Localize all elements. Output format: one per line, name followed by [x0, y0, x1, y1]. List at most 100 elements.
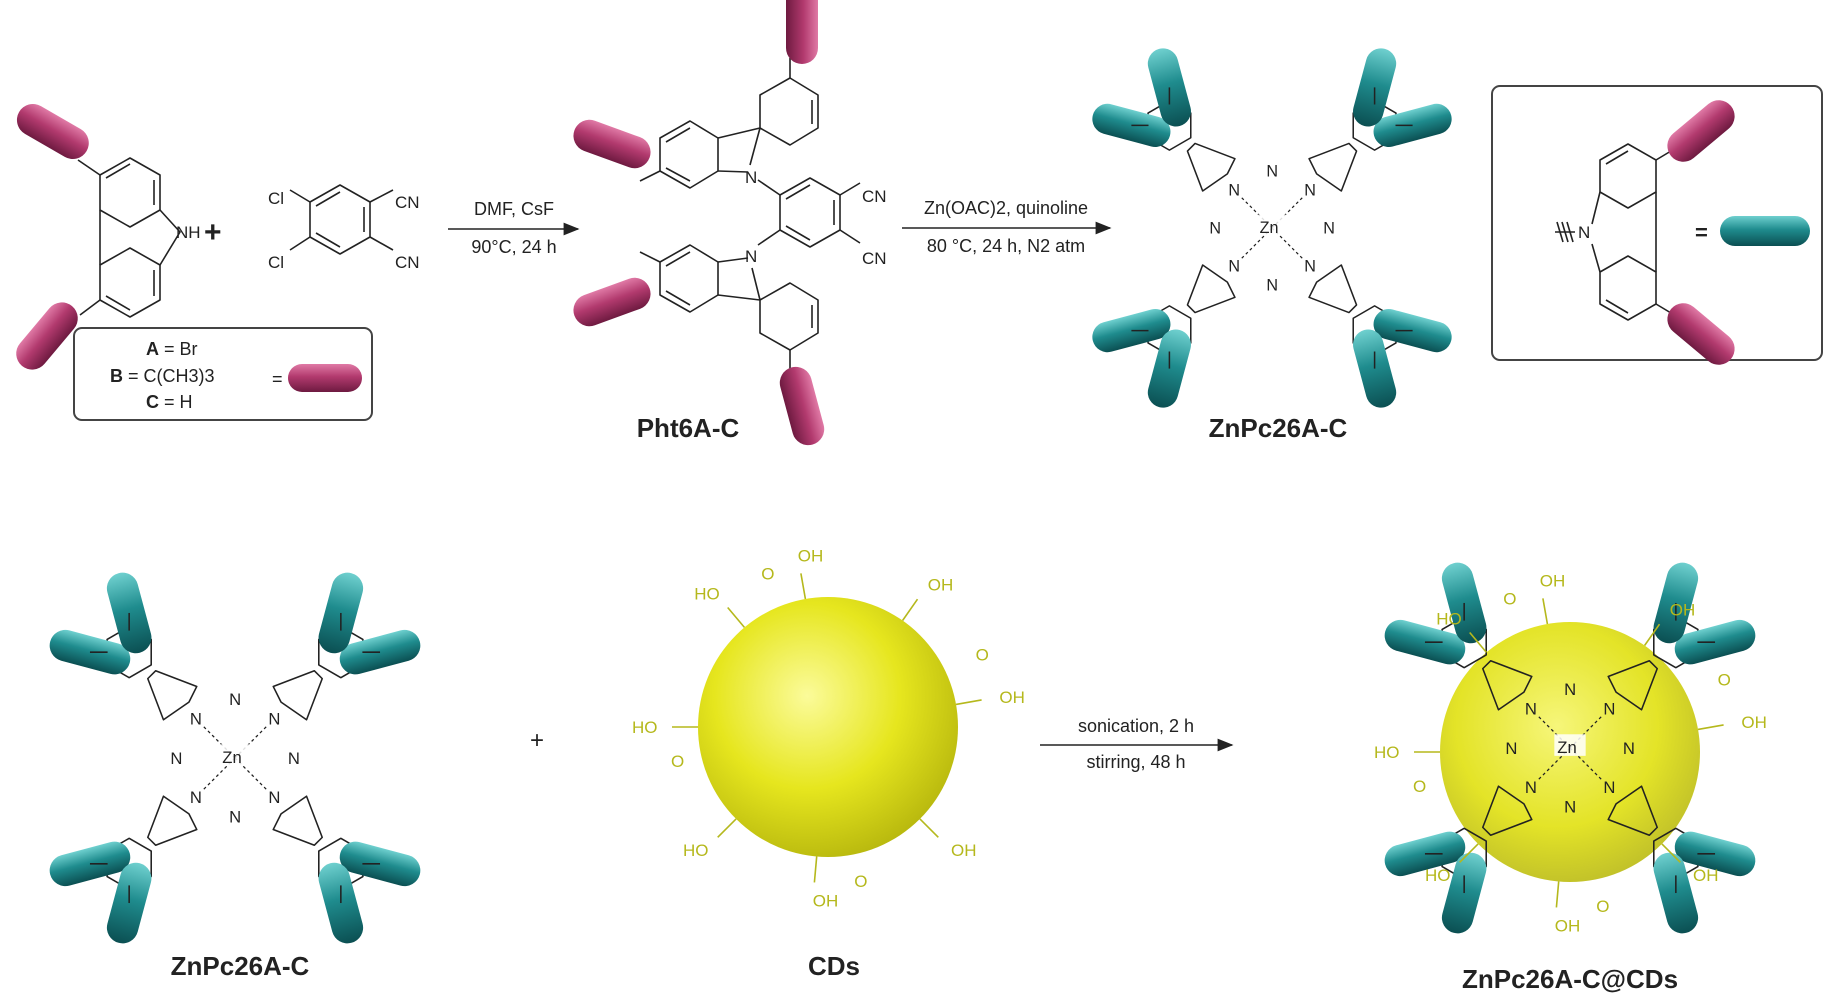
- carbonyl-o-label: O: [854, 872, 867, 891]
- step1-conditions-line2: 90°C, 24 h: [471, 237, 556, 257]
- carboxyl-label: OH: [813, 891, 839, 910]
- step2-conditions-line1: Zn(OAC)2, quinoline: [924, 198, 1088, 218]
- carboxyl-label: OH: [798, 547, 824, 566]
- pht6a-c-structure: CN CN N N: [573, 0, 887, 446]
- cl-label: Cl: [268, 253, 284, 272]
- n-label: N: [1603, 778, 1615, 797]
- teal-pill-icon: [1384, 831, 1466, 877]
- magenta-pill-icon: [16, 302, 78, 370]
- zn-label: Zn: [1557, 738, 1576, 757]
- magenta-pill-icon: [1667, 100, 1735, 162]
- n-label: N: [1564, 680, 1576, 699]
- carbonyl-o-label: O: [761, 564, 774, 583]
- carboxyl-label: OH: [1741, 713, 1767, 732]
- znpc26a-c-structure: N N N N N N N N Zn: [1384, 562, 1756, 934]
- substituent-legend: A = Br B = C(CH3)3 C = H =: [73, 327, 373, 421]
- carbonyl-o-label: O: [1718, 670, 1731, 689]
- cn-label: CN: [862, 187, 887, 206]
- hydroxyl-label: HO: [694, 585, 720, 604]
- n-label: N: [1304, 258, 1316, 276]
- svg-text:B = C(CH3)3: B = C(CH3)3: [110, 366, 215, 386]
- svg-text:A = Br: A = Br: [146, 339, 198, 359]
- teal-pill-icon: [1384, 619, 1466, 665]
- n-label: N: [170, 749, 182, 768]
- n-label: N: [1578, 223, 1590, 242]
- n-label: N: [1623, 739, 1635, 758]
- carboxyl-label: OH: [999, 688, 1025, 707]
- n-label: N: [268, 710, 280, 729]
- carbazole-unit-definition: N =: [1491, 85, 1823, 365]
- reaction-arrow-3: sonication, 2 h stirring, 48 h: [1040, 716, 1234, 772]
- yellow-sphere-icon: [698, 597, 958, 857]
- plus-sign: +: [204, 216, 222, 249]
- magenta-pill-icon: [786, 0, 818, 64]
- carbazole-structure: NH: [16, 104, 201, 370]
- n-label: N: [1228, 182, 1240, 200]
- reaction-arrow-1: DMF, CsF 90°C, 24 h: [448, 199, 580, 257]
- carbonyl-o-label: O: [1413, 777, 1426, 796]
- n-label: N: [745, 168, 757, 187]
- step1-conditions-line1: DMF, CsF: [474, 199, 554, 219]
- n-label: N: [229, 808, 241, 827]
- n-label: N: [1603, 700, 1615, 719]
- cn-label: CN: [395, 193, 420, 212]
- hydroxyl-label: HO: [683, 841, 709, 860]
- teal-pill-icon: [1674, 831, 1756, 877]
- carboxyl-label: HO: [1374, 743, 1400, 762]
- n-label: N: [1266, 163, 1278, 181]
- magenta-pill-icon: [573, 277, 651, 327]
- n-label: N: [1505, 739, 1517, 758]
- magenta-pill-icon: [288, 364, 362, 392]
- reaction-arrow-2: Zn(OAC)2, quinoline 80 °C, 24 h, N2 atm: [902, 198, 1112, 256]
- hydroxyl-label: OH: [1693, 866, 1719, 885]
- magenta-pill-icon: [1667, 303, 1735, 365]
- legend-key-a: A: [146, 339, 159, 359]
- cn-label: CN: [395, 253, 420, 272]
- carbonyl-o-label: O: [671, 752, 684, 771]
- n-label: N: [1323, 220, 1335, 238]
- teal-pill-icon: [1720, 216, 1810, 246]
- n-label: N: [190, 788, 202, 807]
- svg-text:C = H: C = H: [146, 392, 193, 412]
- hydroxyl-label: OH: [1670, 601, 1696, 620]
- hydroxyl-label: HO: [1425, 866, 1451, 885]
- znpc26a-c-cds-label: ZnPc26A-C@CDs: [1462, 964, 1678, 994]
- plus-sign: +: [530, 727, 544, 754]
- nh-label: NH: [176, 223, 201, 242]
- legend-value-a: = Br: [159, 339, 198, 359]
- legend-key-b: B: [110, 366, 123, 386]
- legend-value-c: = H: [159, 392, 193, 412]
- definition-equals: =: [1695, 220, 1708, 245]
- n-label: N: [288, 749, 300, 768]
- step3-conditions-line1: sonication, 2 h: [1078, 716, 1194, 736]
- hydroxyl-label: HO: [1436, 610, 1462, 629]
- znpc26a-c-label: ZnPc26A-C: [1209, 413, 1348, 443]
- carboxyl-label: OH: [1555, 916, 1581, 935]
- n-label: N: [1525, 700, 1537, 719]
- carbonyl-o-label: O: [976, 645, 989, 664]
- cl-label: Cl: [268, 189, 284, 208]
- carbonyl-o-label: O: [1596, 897, 1609, 916]
- zn-label: Zn: [222, 748, 241, 767]
- magenta-pill-icon: [573, 119, 651, 169]
- znpc26a-c-label-bottom: ZnPc26A-C: [171, 951, 310, 981]
- carboxyl-label: OH: [1540, 572, 1566, 591]
- cds-label: CDs: [808, 951, 860, 981]
- carbonyl-o-label: O: [1503, 589, 1516, 608]
- n-label: N: [1564, 798, 1576, 817]
- hydroxyl-label: OH: [928, 576, 954, 595]
- n-label: N: [1525, 778, 1537, 797]
- carboxyl-label: HO: [632, 718, 658, 737]
- step2-conditions-line2: 80 °C, 24 h, N2 atm: [927, 236, 1085, 256]
- n-label: N: [745, 247, 757, 266]
- step3-conditions-line2: stirring, 48 h: [1086, 752, 1185, 772]
- magenta-pill-icon: [779, 366, 825, 446]
- n-label: N: [268, 788, 280, 807]
- zn-label: Zn: [1260, 219, 1279, 237]
- pht6a-c-label: Pht6A-C: [637, 413, 740, 443]
